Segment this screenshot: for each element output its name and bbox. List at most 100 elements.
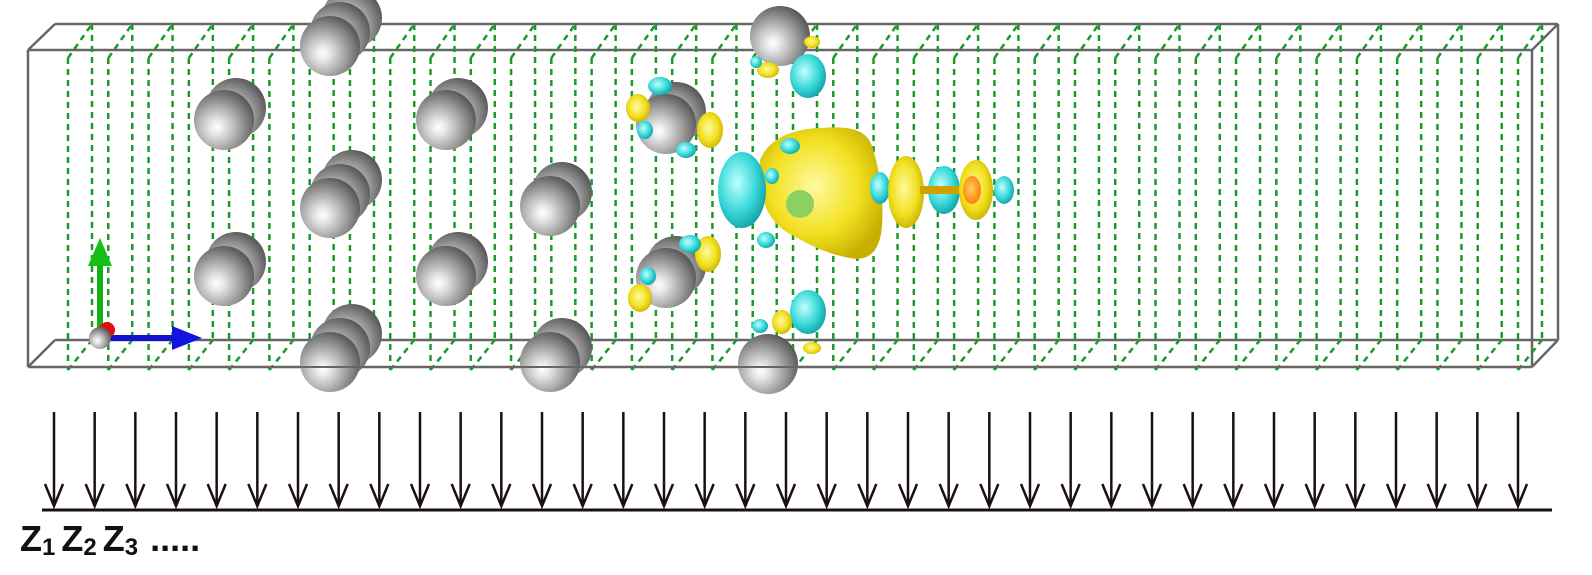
- slice-arrow: [1019, 412, 1041, 510]
- slice-arrow: [1467, 412, 1488, 510]
- density-lobe-negative: [780, 138, 800, 154]
- z-label-3: Z3: [102, 518, 139, 561]
- slice-arrow: [775, 412, 797, 510]
- slice-arrow: [572, 412, 593, 510]
- slice-plane: [1194, 23, 1222, 371]
- slice-plane: [1516, 23, 1544, 371]
- slice-arrow: [613, 412, 634, 510]
- slice-arrow: [369, 412, 390, 510]
- ellipsis: .....: [150, 518, 201, 559]
- slice-arrow: [1141, 412, 1163, 510]
- density-lobe-negative: [752, 319, 768, 333]
- density-lobe-positive: [803, 342, 821, 354]
- density-lobe-positive: [759, 127, 883, 259]
- slice-arrow: [1223, 412, 1244, 510]
- slice-arrow: [897, 412, 919, 510]
- density-lobe-positive: [804, 36, 820, 48]
- density-lobe-positive: [772, 310, 792, 334]
- density-lobe-negative: [870, 172, 890, 204]
- slice-arrow: [409, 412, 431, 510]
- slice-plane: [429, 23, 456, 371]
- slice-arrows: [43, 412, 1529, 510]
- density-lobe-negative: [790, 54, 826, 98]
- density-lobe-negative: [640, 267, 656, 285]
- slice-arrow: [1345, 412, 1366, 510]
- slice-arrow: [531, 412, 553, 510]
- atom: [520, 176, 580, 236]
- density-lobe-negative: [676, 142, 696, 158]
- atom: [300, 16, 360, 76]
- atom: [738, 334, 798, 394]
- slice-arrow: [206, 412, 227, 510]
- atom: [194, 246, 254, 306]
- density-lobe-negative: [648, 77, 672, 95]
- slice-plane: [1476, 23, 1503, 371]
- charge-density-isosurfaces: [626, 36, 1014, 354]
- slice-plane: [670, 23, 698, 371]
- atom: [636, 94, 696, 154]
- slice-arrow: [1182, 412, 1203, 510]
- axes-indicator: [88, 238, 202, 350]
- atom: [750, 6, 810, 66]
- slice-arrow: [125, 412, 146, 510]
- density-lobe-positive: [757, 62, 779, 78]
- z-label-1: Z1: [20, 518, 56, 561]
- slice-arrow: [84, 412, 105, 510]
- slice-arrow: [450, 412, 471, 510]
- density-lobe-negative: [757, 232, 775, 248]
- slice-plane: [1113, 23, 1141, 371]
- slice-arrow: [857, 412, 878, 510]
- density-lobe-negative: [679, 235, 701, 253]
- slice-plane: [147, 23, 174, 371]
- slice-arrow: [938, 412, 959, 510]
- slice-arrow: [328, 412, 349, 510]
- atoms: [194, 0, 810, 394]
- slice-arrow: [816, 412, 837, 510]
- slice-plane: [1154, 23, 1181, 371]
- slice-plane: [630, 23, 658, 371]
- axes-origin: [89, 327, 111, 349]
- slice-arrow: [247, 412, 268, 510]
- slice-plane: [388, 23, 416, 371]
- atom: [194, 90, 254, 150]
- atom: [520, 332, 580, 392]
- slice-plane: [1315, 23, 1342, 371]
- slice-plane: [1436, 23, 1463, 371]
- slice-plane: [66, 23, 94, 371]
- slice-arrow: [43, 412, 65, 510]
- slice-plane: [1073, 23, 1101, 371]
- slice-plane: [1275, 23, 1302, 371]
- slice-arrow: [1385, 412, 1407, 510]
- x-axis-arrowhead: [172, 326, 202, 350]
- z-label-2: Z2: [61, 518, 97, 561]
- slice-arrow: [1426, 412, 1447, 510]
- slice-arrow: [1507, 412, 1529, 510]
- atom: [416, 246, 476, 306]
- slice-arrow: [287, 412, 309, 510]
- slice-plane: [187, 23, 215, 371]
- slice-plane: [1234, 23, 1262, 371]
- density-lobe-positive: [626, 94, 650, 122]
- slice-arrow: [1263, 412, 1285, 510]
- density-lobe-positive: [888, 156, 924, 228]
- slice-plane: [469, 23, 497, 371]
- slice-plane: [268, 23, 295, 371]
- slice-plane: [1395, 23, 1423, 371]
- slice-arrow: [491, 412, 512, 510]
- density-lobe-negative: [718, 152, 766, 228]
- slice-plane: [590, 23, 617, 371]
- density-lobe-negative: [750, 56, 762, 68]
- atom: [416, 90, 476, 150]
- density-lobe-negative: [765, 168, 779, 184]
- atom: [300, 332, 360, 392]
- slice-arrow: [1060, 412, 1081, 510]
- adsorbate-atom: [786, 190, 814, 218]
- slice-plane: [993, 23, 1020, 371]
- density-lobe-positive: [628, 284, 652, 312]
- density-lobe-positive: [697, 112, 723, 148]
- slice-plane: [107, 23, 134, 371]
- density-lobe-core: [963, 176, 981, 204]
- density-lobe-negative: [637, 121, 653, 139]
